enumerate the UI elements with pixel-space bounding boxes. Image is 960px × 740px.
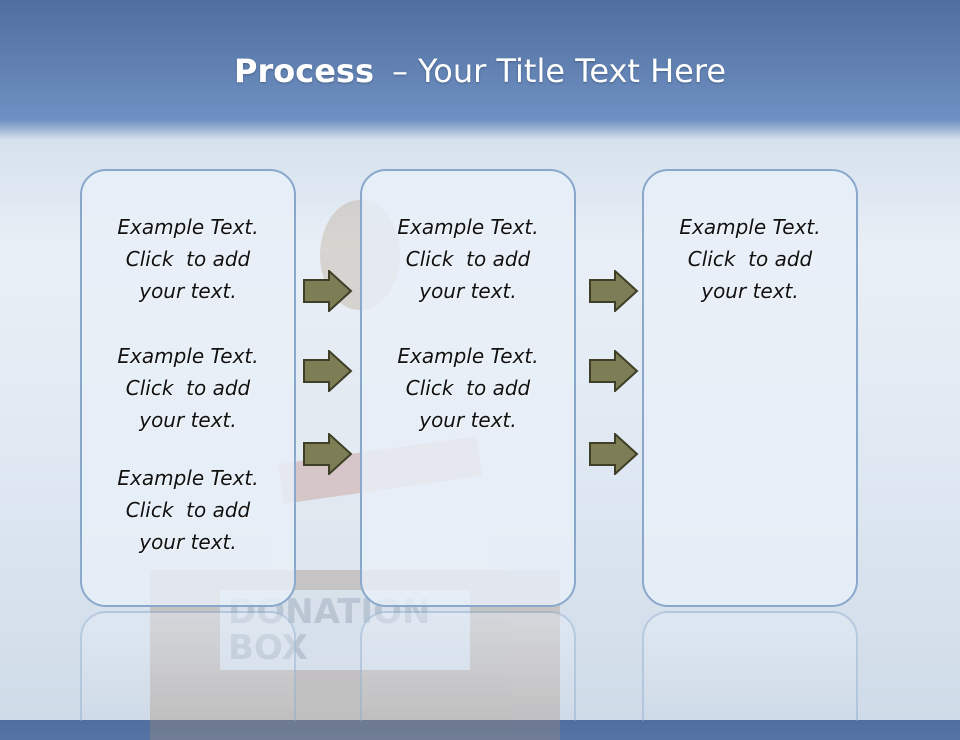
box-reflection-2 <box>360 611 576 721</box>
text-block[interactable]: Example Text. Click to add your text. <box>80 211 296 307</box>
box-reflection-1 <box>80 611 296 721</box>
title-rest: Your Title Text Here <box>417 52 726 90</box>
process-box-1[interactable]: Example Text. Click to add your text. Ex… <box>80 169 296 607</box>
text-line: Click to add <box>405 247 531 271</box>
text-block[interactable]: Example Text. Click to add your text. <box>360 340 576 436</box>
slide-title[interactable]: Process–Your Title Text Here <box>0 52 960 90</box>
right-arrow-icon[interactable] <box>589 433 639 475</box>
right-arrow-icon[interactable] <box>589 270 639 312</box>
text-block[interactable]: Example Text. Click to add your text. <box>360 211 576 307</box>
text-line: Click to add <box>125 376 251 400</box>
text-line: your text. <box>139 530 237 554</box>
text-line: your text. <box>139 279 237 303</box>
text-line: your text. <box>139 408 237 432</box>
text-line: your text. <box>701 279 799 303</box>
box-reflection-3 <box>642 611 858 721</box>
text-line: Example Text. <box>117 466 259 490</box>
process-box-3[interactable]: Example Text. Click to add your text. <box>642 169 858 607</box>
text-block[interactable]: Example Text. Click to add your text. <box>80 340 296 436</box>
text-block[interactable]: Example Text. Click to add your text. <box>642 211 858 307</box>
title-bold: Process <box>234 52 374 90</box>
slide: DONATION BOX Process–Your Title Text Her… <box>0 52 960 740</box>
right-arrow-icon[interactable] <box>303 433 353 475</box>
text-line: Example Text. <box>397 215 539 239</box>
text-line: Example Text. <box>679 215 821 239</box>
text-line: Example Text. <box>117 215 259 239</box>
text-line: Click to add <box>687 247 813 271</box>
process-box-2[interactable]: Example Text. Click to add your text. Ex… <box>360 169 576 607</box>
right-arrow-icon[interactable] <box>303 270 353 312</box>
text-line: Example Text. <box>397 344 539 368</box>
text-line: Click to add <box>125 498 251 522</box>
text-line: Click to add <box>125 247 251 271</box>
text-line: Example Text. <box>117 344 259 368</box>
text-line: your text. <box>419 279 517 303</box>
right-arrow-icon[interactable] <box>303 350 353 392</box>
text-block[interactable]: Example Text. Click to add your text. <box>80 462 296 558</box>
title-separator: – <box>391 52 408 90</box>
text-line: Click to add <box>405 376 531 400</box>
text-line: your text. <box>419 408 517 432</box>
right-arrow-icon[interactable] <box>589 350 639 392</box>
